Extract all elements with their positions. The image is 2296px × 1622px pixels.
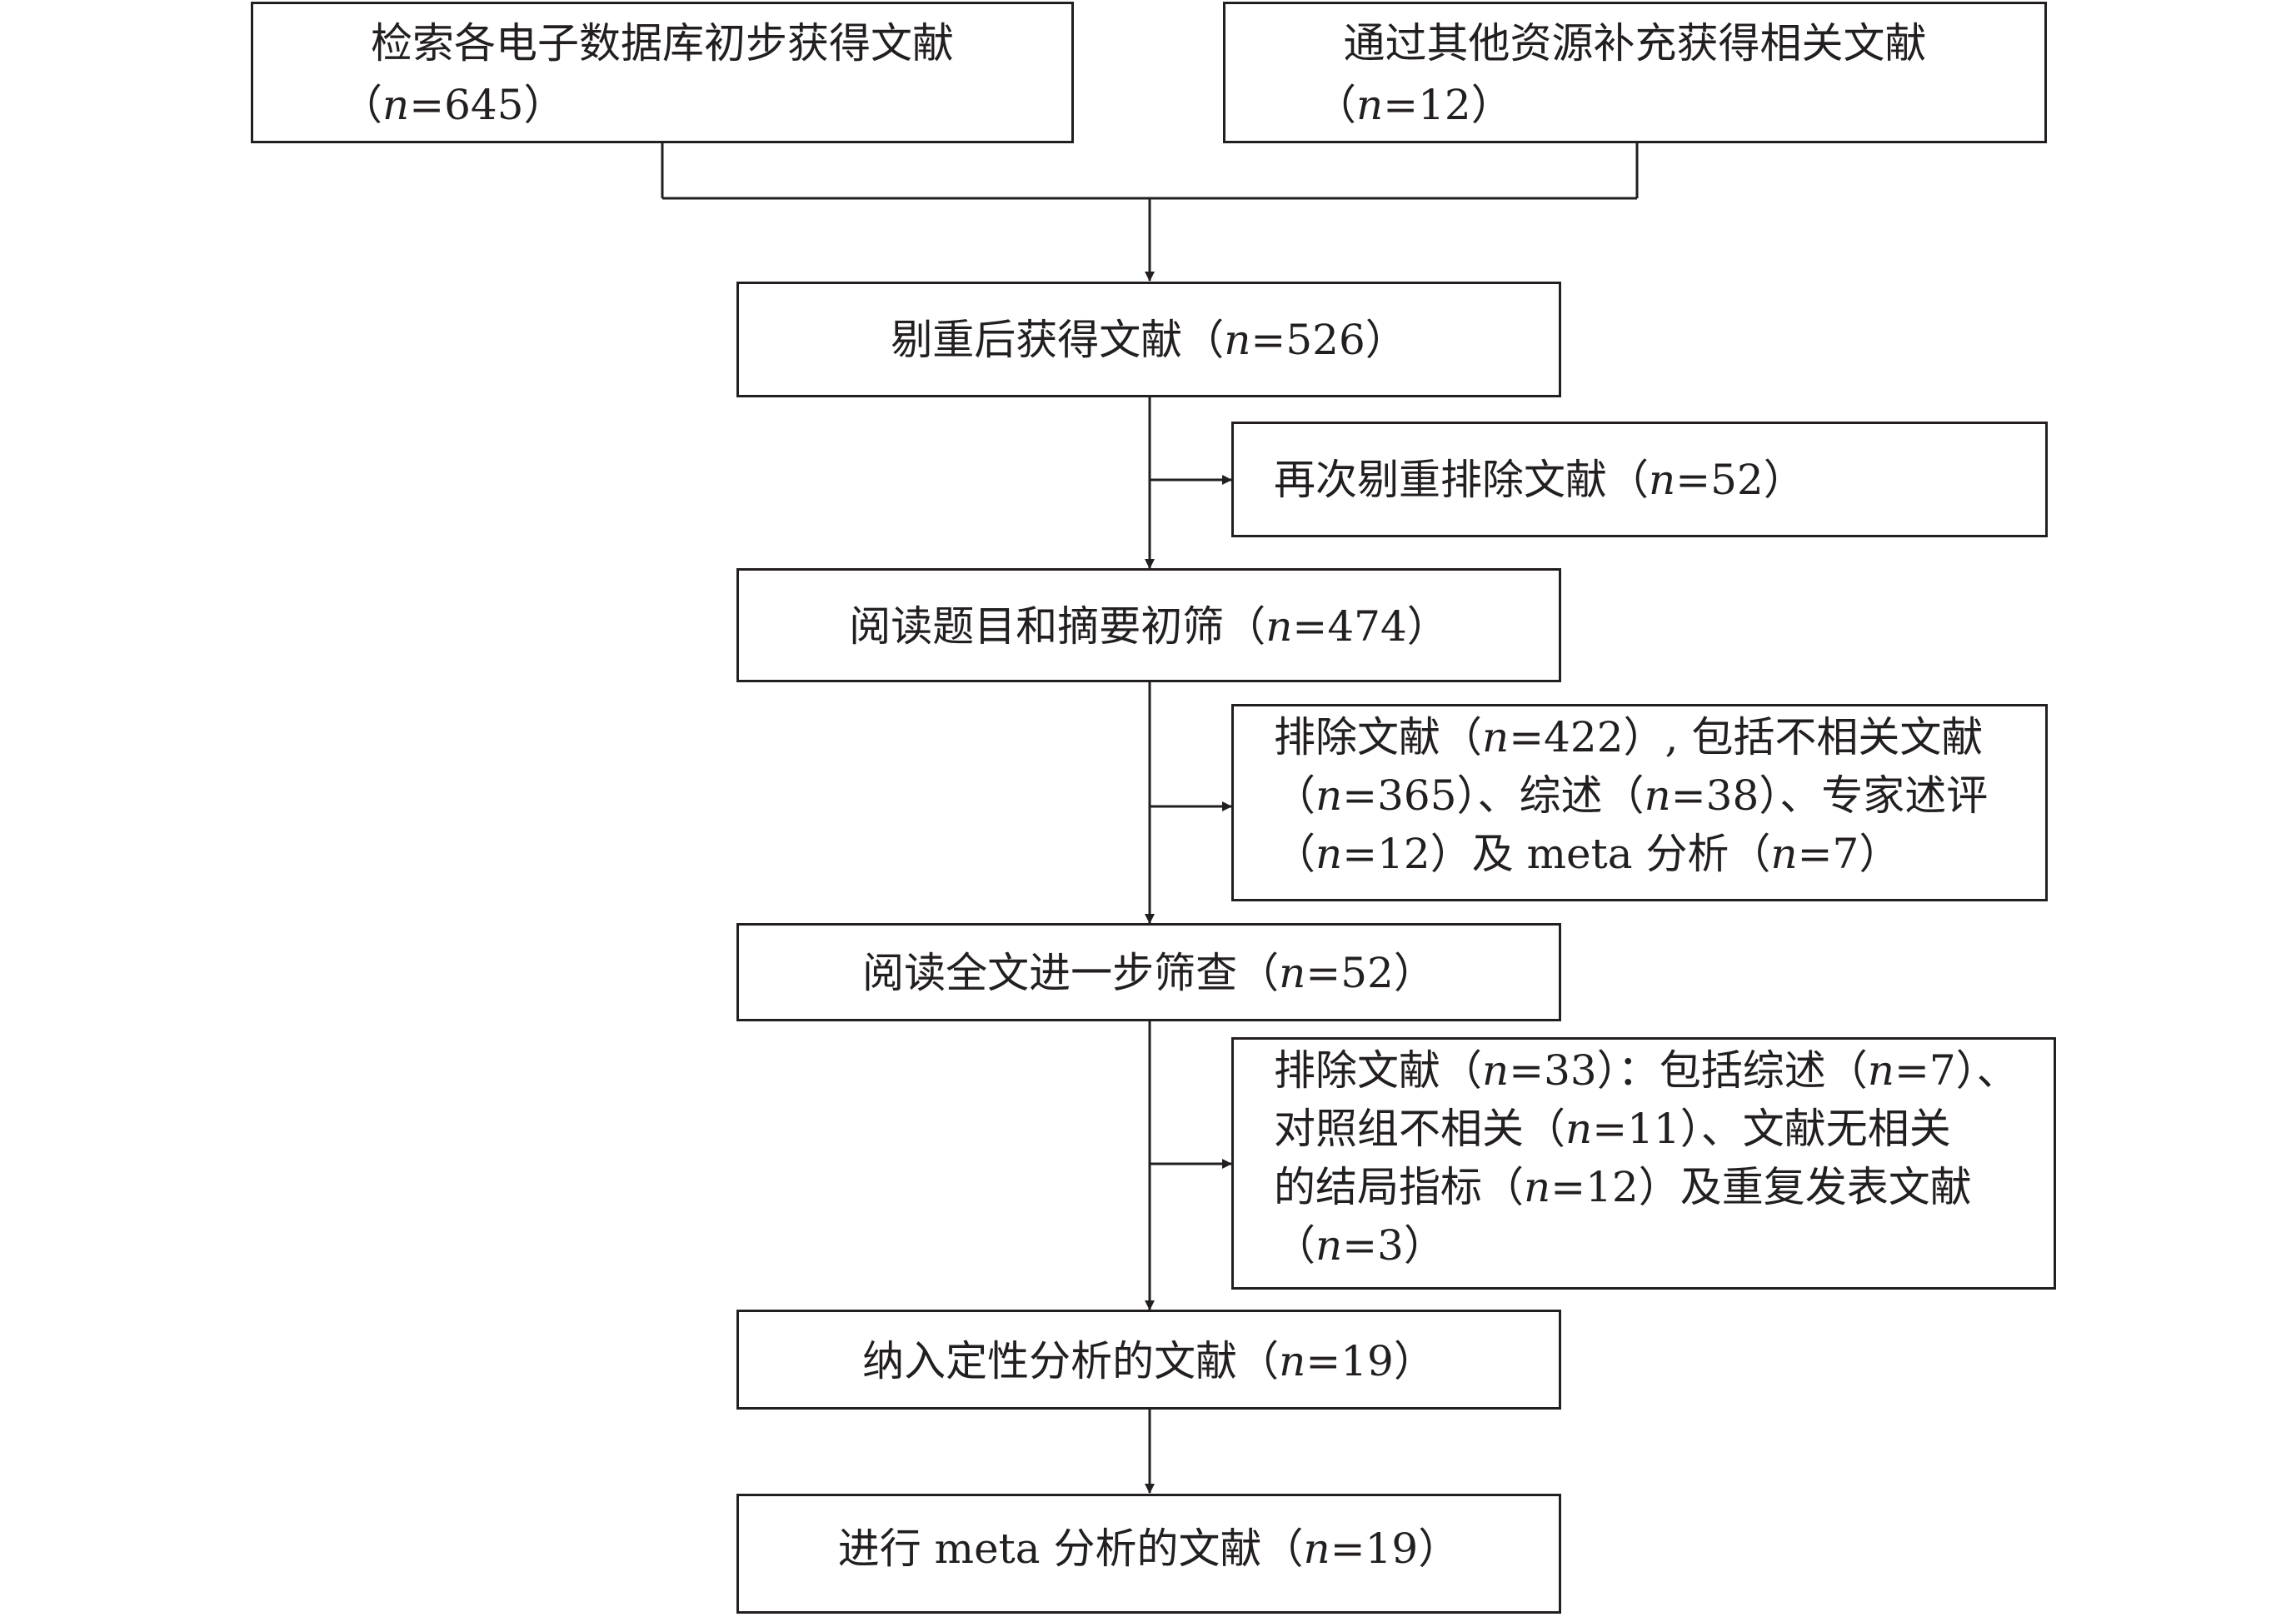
box-text: =19） [1305,1337,1435,1385]
box-text: 排除文献（ [1274,1046,1482,1095]
n-symbol: n [1565,1105,1593,1153]
box-line: （n=645） [253,76,1071,134]
box-title-abstract-screening: 阅读题目和摘要初筛（n=474） [736,568,1561,682]
n-symbol: n [1303,1525,1330,1573]
box-text: （ [1274,1221,1315,1270]
n-symbol: n [1315,1221,1343,1270]
box-line: 排除文献（n=422）, 包括不相关文献 [1234,708,2045,766]
n-symbol: n [382,81,410,129]
box-text: 再次剔重排除文献（ [1274,456,1649,504]
n-symbol: n [1315,830,1343,878]
n-symbol: n [1279,1337,1306,1385]
box-text: 剔重后获得文献（ [891,316,1225,364]
box-line: 对照组不相关（n=11）、文献无相关 [1234,1100,2054,1158]
n-symbol: n [1482,1046,1510,1095]
box-line: 通过其他资源补充获得相关文献 [1225,14,2044,72]
box-text: 进行 meta 分析的文献（ [837,1525,1304,1573]
n-symbol: n [1649,456,1676,504]
box-text: 纳入定性分析的文献（ [862,1337,1280,1385]
box-text: 检索各电子数据库初步获得文献 [371,19,954,67]
box-excluded-after-full-text: 排除文献（n=33）：包括综述（n=7）、 对照组不相关（n=11）、文献无相关… [1231,1037,2056,1290]
box-excluded-after-screening: 排除文献（n=422）, 包括不相关文献 （n=365）、综述（n=38）、专家… [1231,704,2048,901]
box-text: =38）、专家述评 [1670,771,1989,820]
box-text: （ [1315,81,1356,129]
box-text: =12）及重复发表文献 [1550,1163,1972,1211]
box-line: 检索各电子数据库初步获得文献 [253,14,1071,72]
box-text: 对照组不相关（ [1274,1105,1565,1153]
box-line: 进行 meta 分析的文献（n=19） [739,1520,1559,1578]
box-line: （n=365）、综述（n=38）、专家述评 [1234,766,2045,825]
box-meta-analysis: 进行 meta 分析的文献（n=19） [736,1494,1561,1614]
box-text: 排除文献（ [1274,713,1482,761]
box-search-databases: 检索各电子数据库初步获得文献 （n=645） [251,2,1074,143]
box-text: =52） [1675,456,1805,504]
box-text: 通过其他资源补充获得相关文献 [1343,19,1927,67]
box-text: 的结局指标（ [1274,1163,1524,1211]
box-line: 阅读全文进一步筛查（n=52） [739,944,1559,1002]
n-symbol: n [1524,1163,1551,1211]
box-line: 排除文献（n=33）：包括综述（n=7）、 [1234,1041,2054,1100]
box-after-dedup: 剔重后获得文献（n=526） [736,282,1561,397]
n-symbol: n [1356,81,1384,129]
n-symbol: n [1770,830,1798,878]
box-text: （ [1274,830,1315,878]
box-text: =365）、综述（ [1342,771,1645,820]
box-line: （n=12） [1225,76,2044,134]
box-text: 阅读题目和摘要初筛（ [849,602,1266,651]
n-symbol: n [1482,713,1510,761]
box-text: =645） [409,81,566,129]
box-text: =12）及 meta 分析（ [1342,830,1771,878]
box-text: =11）、文献无相关 [1592,1105,1951,1153]
n-symbol: n [1279,949,1306,997]
n-symbol: n [1265,602,1293,651]
box-text: =7） [1797,830,1901,878]
box-text: =52） [1305,949,1435,997]
box-text: =19） [1330,1525,1460,1573]
box-text: （ [1274,771,1315,820]
box-text: =7）、 [1894,1046,2019,1095]
box-other-sources: 通过其他资源补充获得相关文献 （n=12） [1223,2,2047,143]
box-text: =422）, 包括不相关文献 [1509,713,1984,761]
box-text: 阅读全文进一步筛查（ [862,949,1280,997]
box-text: =12） [1383,81,1513,129]
box-line: 阅读题目和摘要初筛（n=474） [739,597,1559,656]
n-symbol: n [1867,1046,1894,1095]
n-symbol: n [1315,771,1343,820]
box-line: 纳入定性分析的文献（n=19） [739,1332,1559,1390]
box-line: （n=12）及 meta 分析（n=7） [1234,825,2045,883]
box-line: 的结局指标（n=12）及重复发表文献 [1234,1158,2054,1216]
box-qualitative-synthesis: 纳入定性分析的文献（n=19） [736,1310,1561,1410]
n-symbol: n [1224,316,1251,364]
n-symbol: n [1644,771,1671,820]
box-full-text-screening: 阅读全文进一步筛查（n=52） [736,923,1561,1021]
box-text: （ [341,81,382,129]
box-text: =474） [1292,602,1449,651]
box-line: （n=3） [1234,1216,2054,1275]
box-text: =526） [1250,316,1407,364]
box-line: 再次剔重排除文献（n=52） [1234,451,2045,509]
box-text: =33）：包括综述（ [1509,1046,1868,1095]
box-dedup-again-excluded: 再次剔重排除文献（n=52） [1231,422,2048,537]
box-line: 剔重后获得文献（n=526） [739,311,1559,369]
box-text: =3） [1342,1221,1445,1270]
